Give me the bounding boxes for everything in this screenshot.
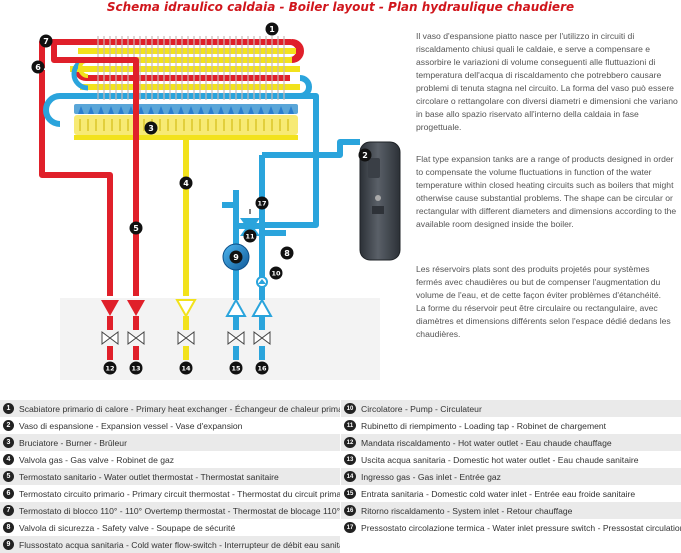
callout-11: 11 — [243, 229, 257, 243]
boiler-diagram: 1 2 3 4 5 6 7 8 9 10 11 12 13 14 15 16 1… — [31, 22, 401, 380]
callout-5: 5 — [129, 221, 143, 235]
legend-item: 3 Bruciatore - Burner - Brûleur — [0, 434, 340, 451]
svg-text:2: 2 — [362, 151, 368, 160]
legend-number: 1 — [3, 403, 14, 414]
legend-item: 6 Termostato circuito primario - Primary … — [0, 485, 340, 502]
callout-8: 8 — [280, 246, 294, 260]
callout-6: 6 — [31, 60, 45, 74]
callout-16: 16 — [255, 361, 269, 375]
legend-label: Termostato circuito primario - Primary c… — [19, 488, 340, 499]
callout-14: 14 — [179, 361, 193, 375]
legend-label: Scabiatore primario di calore - Primary … — [19, 403, 340, 414]
legend-item: 11 Rubinetto di riempimento - Loading tap… — [341, 417, 681, 434]
shutoff-valves — [101, 331, 271, 345]
legend-item: 12 Mandata riscaldamento - Hot water outl… — [341, 434, 681, 451]
legend-item: 15 Entrata sanitaria - Domestic cold wate… — [341, 485, 681, 502]
legend-label: Vaso di espansione - Expansion vessel - … — [19, 420, 243, 431]
legend-number: 16 — [344, 505, 356, 516]
legend-label: Pressostato circolazione termica - Water… — [361, 522, 681, 533]
legend-label: Circolatore - Pump - Circulateur — [361, 403, 482, 414]
svg-text:17: 17 — [257, 200, 266, 208]
svg-text:4: 4 — [183, 179, 189, 188]
legend-number: 7 — [3, 505, 14, 516]
description-french: Les réservoirs plats sont des produits p… — [416, 264, 671, 339]
legend-number: 4 — [3, 454, 14, 465]
legend-number: 14 — [344, 471, 356, 482]
legend-item: 17 Pressostato circolazione termica - Wat… — [341, 519, 681, 536]
pressure-switch — [256, 276, 268, 288]
svg-text:10: 10 — [271, 270, 281, 278]
svg-text:13: 13 — [131, 365, 140, 373]
legend-label: Valvola di sicurezza - Safety valve - So… — [19, 522, 236, 533]
callout-2: 2 — [358, 148, 372, 162]
svg-text:16: 16 — [257, 365, 267, 373]
legend-item: 1 Scabiatore primario di calore - Primary… — [0, 400, 340, 417]
legend-item: 7 Termostato di blocco 110° - 110° Overte… — [0, 502, 340, 519]
legend-label: Flussostato acqua sanitaria - Cold water… — [19, 539, 340, 550]
legend-number: 13 — [344, 454, 356, 465]
callout-13: 13 — [129, 361, 143, 375]
legend-label: Uscita acqua sanitaria - Domestic hot wa… — [361, 454, 639, 465]
legend-item: 14 Ingresso gas - Gas inlet - Entrée gaz — [341, 468, 681, 485]
legend-label: Mandata riscaldamento - Hot water outlet… — [361, 437, 612, 448]
legend-label: Valvola gas - Gas valve - Robinet de gaz — [19, 454, 175, 465]
svg-text:3: 3 — [148, 124, 154, 133]
svg-text:15: 15 — [231, 365, 241, 373]
heat-exchanger-fins — [97, 36, 285, 100]
legend-item: 4 Valvola gas - Gas valve - Robinet de ga… — [0, 451, 340, 468]
legend-item: 5 Termostato sanitario - Water outlet the… — [0, 468, 340, 485]
callout-12: 12 — [103, 361, 117, 375]
legend-label: Rubinetto di riempimento - Loading tap -… — [361, 420, 607, 431]
legend-label: Entrata sanitaria - Domestic cold water … — [361, 488, 636, 499]
callout-17: 17 — [255, 196, 269, 210]
legend: 1 Scabiatore primario di calore - Primary… — [0, 400, 681, 553]
svg-text:8: 8 — [284, 249, 290, 258]
description-english: Flat type expansion tanks are a range of… — [416, 154, 677, 229]
legend-number: 17 — [344, 522, 356, 533]
legend-label: Termostato di blocco 110° - 110° Overtem… — [19, 505, 340, 516]
svg-text:12: 12 — [105, 365, 114, 373]
legend-number: 15 — [344, 488, 356, 499]
callout-3: 3 — [144, 121, 158, 135]
svg-text:11: 11 — [245, 233, 255, 241]
svg-text:6: 6 — [35, 63, 41, 72]
legend-number: 2 — [3, 420, 14, 431]
legend-number: 5 — [3, 471, 14, 482]
callout-9: 9 — [229, 250, 243, 264]
legend-number: 6 — [3, 488, 14, 499]
svg-text:9: 9 — [233, 253, 239, 262]
expansion-vessel — [359, 141, 401, 261]
description-italian: Il vaso d'espansione piatto nasce per l'… — [416, 31, 678, 132]
callout-15: 15 — [229, 361, 243, 375]
callout-10: 10 — [269, 266, 283, 280]
svg-text:7: 7 — [43, 37, 49, 46]
svg-text:1: 1 — [269, 25, 275, 34]
legend-label: Bruciatore - Burner - Brûleur — [19, 437, 127, 448]
legend-number: 10 — [344, 403, 356, 414]
svg-text:5: 5 — [133, 224, 139, 233]
legend-number: 9 — [3, 539, 14, 550]
callout-1: 1 — [265, 22, 279, 36]
legend-item: 13 Uscita acqua sanitaria - Domestic hot … — [341, 451, 681, 468]
callout-7: 7 — [39, 34, 53, 48]
callout-4: 4 — [179, 176, 193, 190]
legend-item: 10 Circolatore - Pump - Circulateur — [341, 400, 681, 417]
heat-exchanger-coils — [70, 39, 312, 99]
legend-label: Ingresso gas - Gas inlet - Entrée gaz — [361, 471, 501, 482]
page-title: Schema idraulico caldaia - Boiler layout… — [106, 0, 575, 14]
legend-number: 11 — [344, 420, 356, 431]
legend-number: 12 — [344, 437, 356, 448]
legend-item: 8 Valvola di sicurezza - Safety valve - S… — [0, 519, 340, 536]
legend-number: 3 — [3, 437, 14, 448]
legend-label: Termostato sanitario - Water outlet ther… — [19, 471, 279, 482]
flow-arrows — [101, 297, 273, 360]
legend-number: 8 — [3, 522, 14, 533]
legend-item: 16 Ritorno riscaldamento - System inlet -… — [341, 502, 681, 519]
burner — [74, 104, 298, 140]
legend-item: 2 Vaso di espansione - Expansion vessel -… — [0, 417, 340, 434]
legend-label: Ritorno riscaldamento - System inlet - R… — [361, 505, 573, 516]
legend-item: 9 Flussostato acqua sanitaria - Cold wate… — [0, 536, 340, 553]
svg-text:14: 14 — [181, 365, 191, 373]
